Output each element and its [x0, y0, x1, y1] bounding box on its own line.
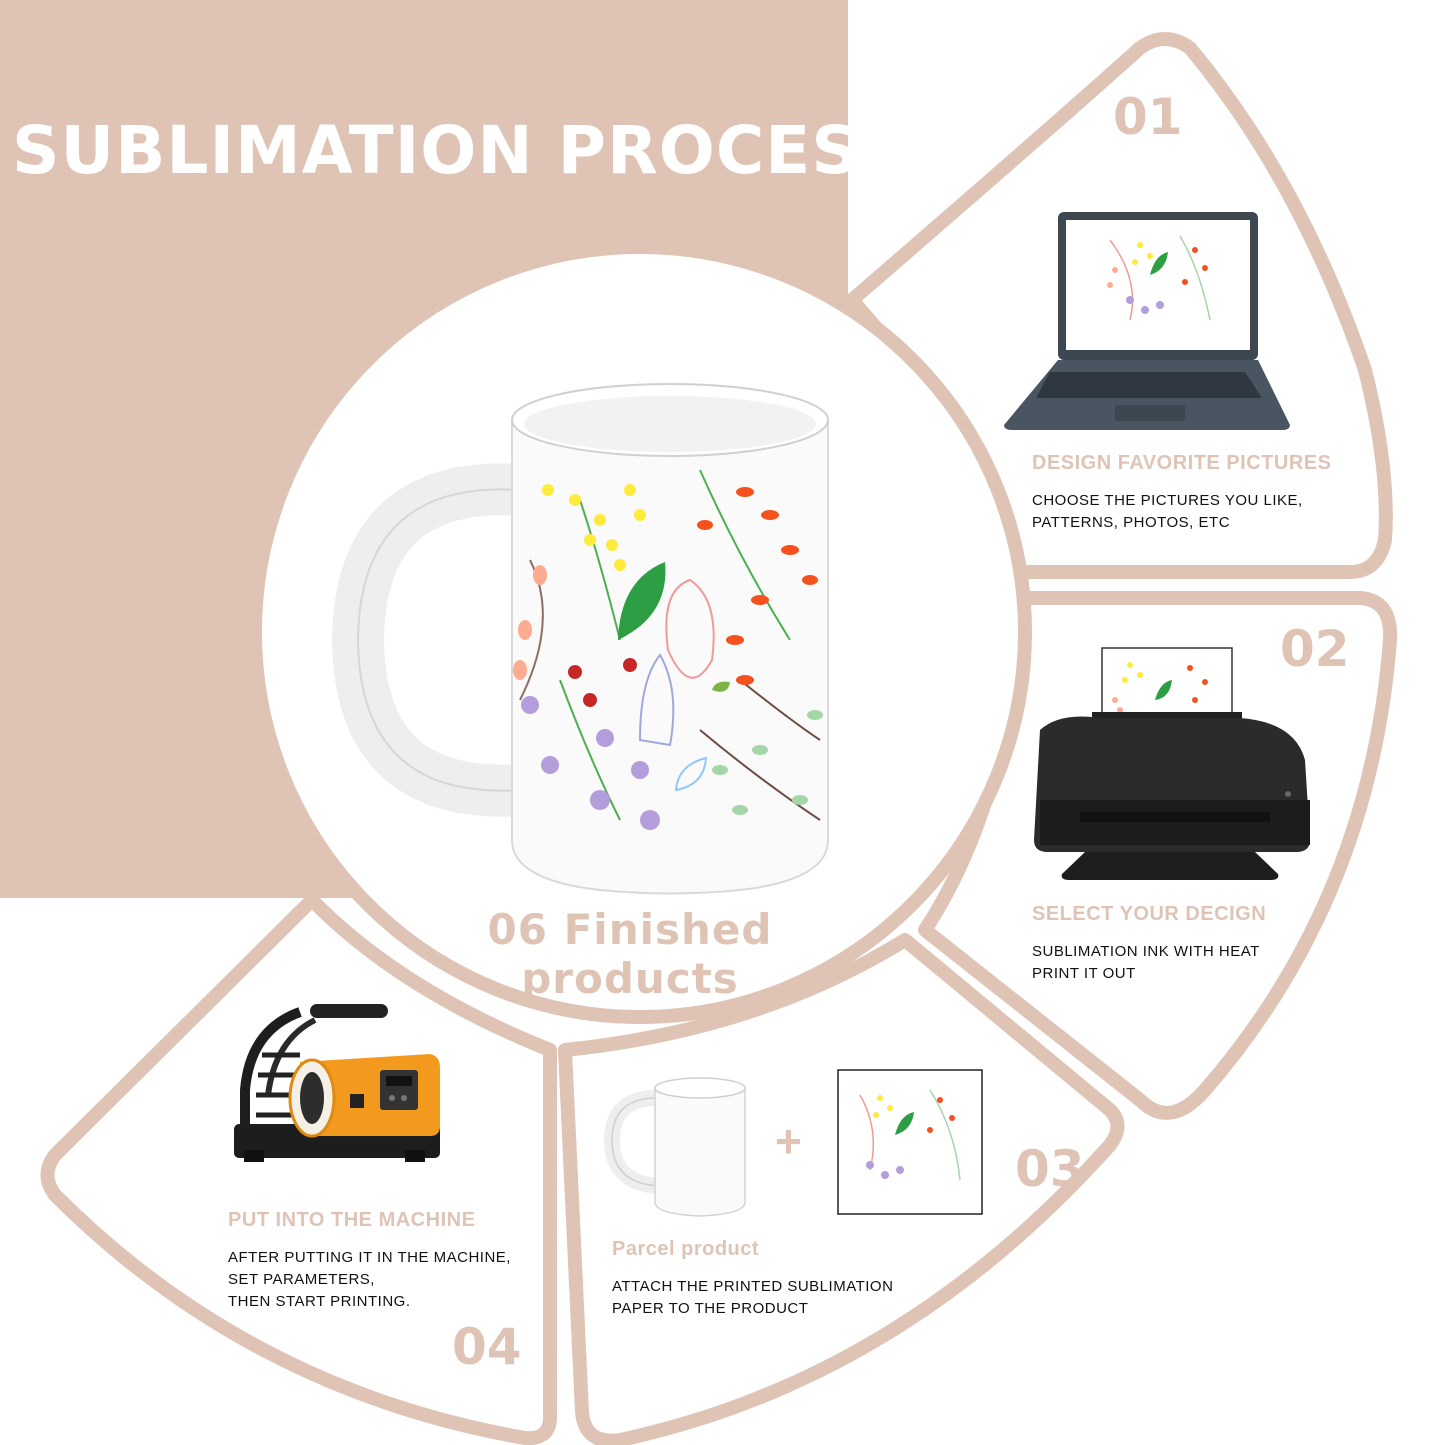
segment-04-frame [40, 893, 557, 1445]
plus-sign: + [775, 1115, 802, 1167]
step-03-title: Parcel product [612, 1238, 760, 1260]
finished-mug-illustration [331, 383, 829, 895]
step-01-description: CHOOSE THE PICTURES YOU LIKE, PATTERNS, … [1032, 492, 1303, 531]
heat-press-illustration [234, 1004, 440, 1162]
step-01-title: DESIGN FAVORITE PICTURES [1032, 452, 1332, 474]
step-04-number: 04 [452, 1318, 522, 1376]
laptop-illustration [1004, 212, 1290, 430]
finished-products-label: 06 Finished products [487, 905, 773, 1003]
printer-illustration [1034, 647, 1310, 880]
sublimation-paper-illustration [837, 1069, 983, 1215]
step-01-number: 01 [1113, 88, 1183, 146]
step-04-description: AFTER PUTTING IT IN THE MACHINE, SET PAR… [228, 1249, 511, 1310]
step-03-number: 03 [1015, 1140, 1085, 1198]
step-02-number: 02 [1280, 620, 1350, 678]
step-03-description: ATTACH THE PRINTED SUBLIMATION PAPER TO … [612, 1278, 894, 1317]
step-04-title: PUT INTO THE MACHINE [228, 1209, 476, 1231]
step-02-description: SUBLIMATION INK WITH HEAT PRINT IT OUT [1032, 943, 1260, 982]
blank-mug-illustration [603, 1077, 746, 1217]
page-title: SUBLIMATION PROCESS [12, 112, 906, 189]
step-02-title: SELECT YOUR DECIGN [1032, 903, 1267, 925]
